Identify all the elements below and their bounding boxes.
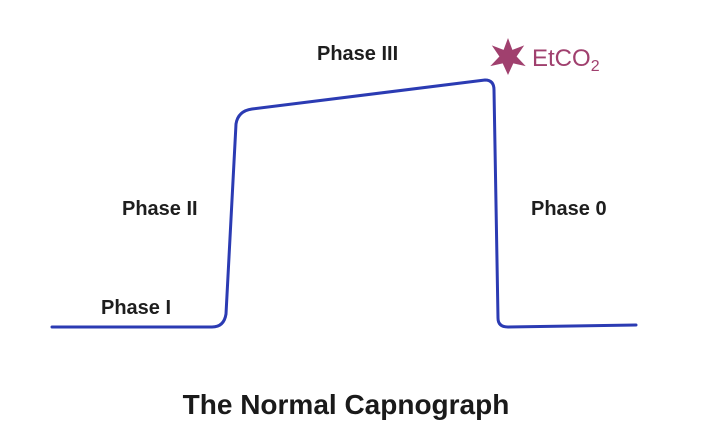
phase-i-label: Phase I xyxy=(101,297,171,319)
asterisk-star-icon xyxy=(490,38,526,75)
phase-iii-label: Phase III xyxy=(317,43,398,65)
etco2-label-main: EtCO xyxy=(532,45,591,72)
phase-ii-label: Phase II xyxy=(122,198,198,220)
figure-caption: The Normal Capnograph xyxy=(183,389,510,420)
capnogram-waveform xyxy=(50,78,638,329)
etco2-label: EtCO2 xyxy=(532,45,600,75)
etco2-label-subscript: 2 xyxy=(591,58,600,75)
phase-0-label: Phase 0 xyxy=(531,198,607,220)
